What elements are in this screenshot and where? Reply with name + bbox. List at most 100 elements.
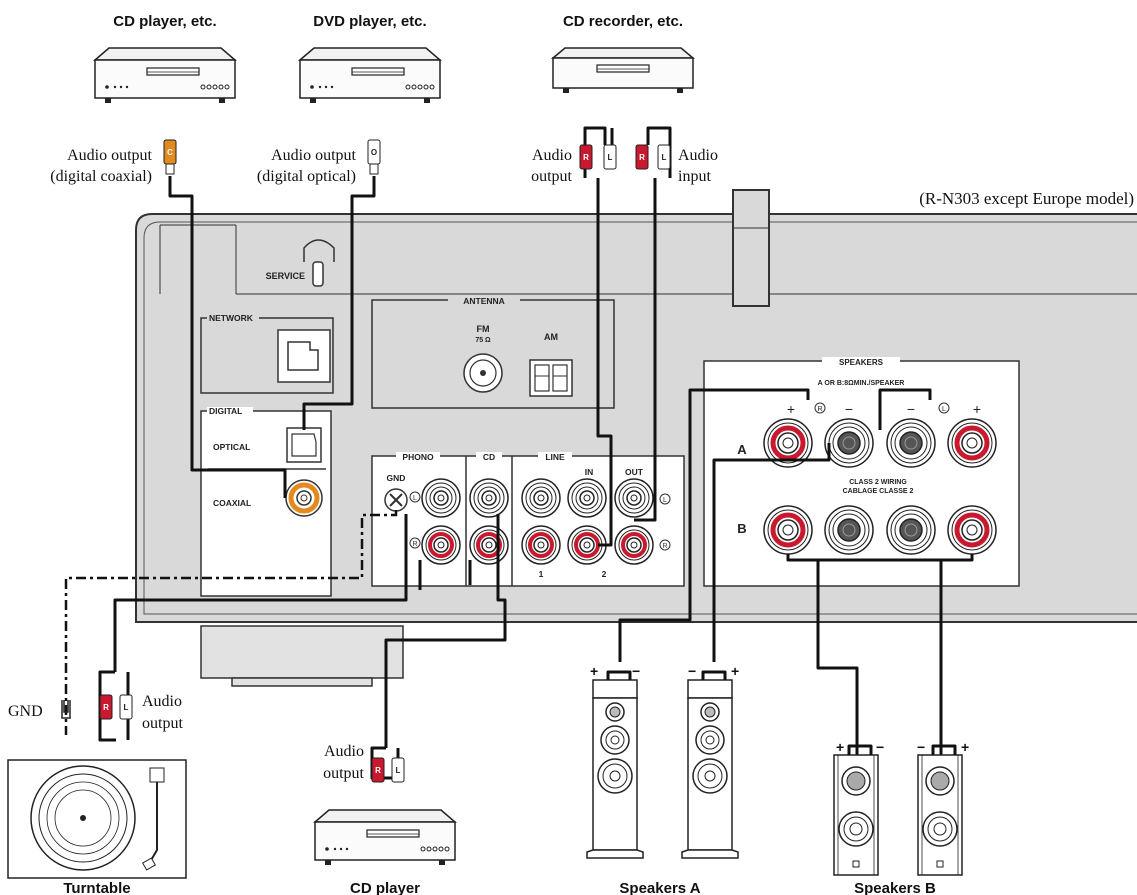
phono-label: PHONO	[402, 452, 434, 462]
cd-recorder-etc-title: CD recorder, etc.	[563, 13, 683, 30]
rec-out-label-1: Audio	[532, 147, 572, 164]
cd-label: CD	[483, 452, 495, 462]
a-l-minus: −	[907, 401, 915, 417]
spk-b-l-plus-label: +	[961, 739, 969, 755]
speaker-polarity-labels: + − − + + − − +	[590, 663, 969, 755]
cd-player-etc-device	[94, 47, 236, 104]
cd-player-device	[314, 809, 456, 866]
cd-recorder-etc-device	[552, 47, 694, 94]
spk-a-r-minus-label: −	[632, 663, 640, 679]
class2-label-1: CLASS 2 WIRING	[849, 479, 907, 486]
cd-player-etc-title: CD player, etc.	[113, 13, 216, 30]
rec-out-label-2: output	[531, 168, 572, 185]
spk-a-l-minus-label: −	[688, 663, 696, 679]
speaker-b-right	[833, 754, 879, 876]
speaker-a-l-plus[interactable]	[948, 419, 996, 467]
network-label: NETWORK	[209, 313, 254, 323]
speaker-a-left	[681, 679, 739, 859]
speakers-a-title: Speakers A	[619, 880, 700, 895]
model-note: (R-N303 except Europe model)	[919, 189, 1134, 208]
antenna-section	[371, 296, 615, 409]
turntable-out-label-2: output	[142, 715, 183, 732]
service-port	[303, 239, 335, 287]
speaker-a-right	[586, 679, 644, 859]
speaker-impedance-label: A OR B:8ΩMIN./SPEAKER	[818, 380, 905, 387]
line1-r-jack[interactable]	[520, 524, 562, 566]
speaker-a-l-minus[interactable]	[886, 418, 936, 468]
spk-b-l-minus-label: −	[917, 739, 925, 755]
speaker-b-r-plus[interactable]	[764, 506, 812, 554]
lr-markers: L R L R	[409, 491, 671, 551]
antenna-label: ANTENNA	[463, 296, 505, 306]
phono-l-mark: L	[413, 495, 417, 502]
rec-in-r-letter: R	[639, 153, 645, 162]
cd-l-jack[interactable]	[469, 478, 509, 518]
optical-label-1: Audio output	[271, 147, 356, 164]
plugs: C O R L R L R L R L	[61, 139, 671, 783]
line-out-label: OUT	[625, 467, 644, 477]
turntable-title: Turntable	[63, 880, 130, 895]
cd-r-jack[interactable]	[468, 524, 510, 566]
tt-l-letter: L	[124, 703, 129, 712]
phono-r-jack[interactable]	[420, 524, 462, 566]
rec-in-label-1: Audio	[678, 147, 718, 164]
line2-label: 2	[602, 569, 607, 579]
rec-out-r-letter: R	[583, 153, 589, 162]
digital-label: DIGITAL	[209, 406, 242, 416]
line-label: LINE	[545, 452, 565, 462]
phono-gnd-terminal[interactable]	[384, 488, 408, 512]
phono-r-mark: R	[412, 541, 417, 548]
speaker-b-l-minus[interactable]	[886, 505, 936, 555]
speaker-b-l-plus[interactable]	[948, 506, 996, 554]
dvd-player-etc-title: DVD player, etc.	[313, 13, 426, 30]
spk-b-r-minus-label: −	[876, 739, 884, 755]
service-label: SERVICE	[266, 271, 305, 281]
cd-out-label-2: output	[323, 765, 364, 782]
speaker-a-label: A	[737, 442, 747, 457]
rec-in-l-letter: L	[662, 153, 667, 162]
network-section	[200, 314, 334, 394]
wireless-antenna[interactable]	[732, 189, 770, 307]
line2-in-l-jack[interactable]	[567, 478, 607, 518]
coax-plug-letter: C	[167, 148, 173, 157]
fm-label: FM	[477, 324, 490, 334]
speakers-b-title: Speakers B	[854, 880, 936, 895]
coax-label-2: (digital coaxial)	[50, 168, 152, 185]
line2-out-r-jack[interactable]	[613, 524, 655, 566]
dvd-player-etc-device	[299, 47, 441, 104]
speaker-terminal-wires	[606, 670, 957, 755]
am-antenna-terminal[interactable]	[529, 359, 573, 397]
network-jack[interactable]	[277, 329, 331, 383]
spk-l-mark: L	[942, 406, 946, 413]
receiver-foot	[200, 625, 404, 687]
cd-r-letter: R	[375, 766, 381, 775]
polarity-markers: + − − + R L	[787, 401, 981, 417]
line1-l-jack[interactable]	[521, 478, 561, 518]
speaker-a-r-minus[interactable]	[824, 418, 874, 468]
optical-plug-letter: O	[371, 148, 377, 157]
coax-label-1: Audio output	[67, 147, 152, 164]
out-l-mark: L	[663, 497, 667, 504]
line1-label: 1	[539, 569, 544, 579]
optical-label: OPTICAL	[213, 442, 250, 452]
am-label: AM	[544, 332, 558, 342]
phono-l-jack[interactable]	[421, 478, 461, 518]
tt-r-letter: R	[103, 703, 109, 712]
turntable-out-label-1: Audio	[142, 693, 182, 710]
a-l-plus: +	[973, 401, 981, 417]
line2-out-l-jack[interactable]	[614, 478, 654, 518]
cables	[64, 126, 974, 794]
rec-out-l-letter: L	[608, 153, 613, 162]
turntable-device	[7, 759, 187, 879]
fm-antenna-jack[interactable]	[463, 353, 503, 393]
speaker-b-left	[917, 754, 963, 876]
optical-jack[interactable]	[286, 427, 322, 463]
a-r-plus: +	[787, 401, 795, 417]
coaxial-jack[interactable]	[285, 479, 323, 517]
speaker-b-r-minus[interactable]	[824, 505, 874, 555]
cd-player-title: CD player	[350, 880, 420, 895]
speaker-b-label: B	[737, 521, 746, 536]
a-r-minus: −	[845, 401, 853, 417]
spk-a-l-plus-label: +	[731, 663, 739, 679]
